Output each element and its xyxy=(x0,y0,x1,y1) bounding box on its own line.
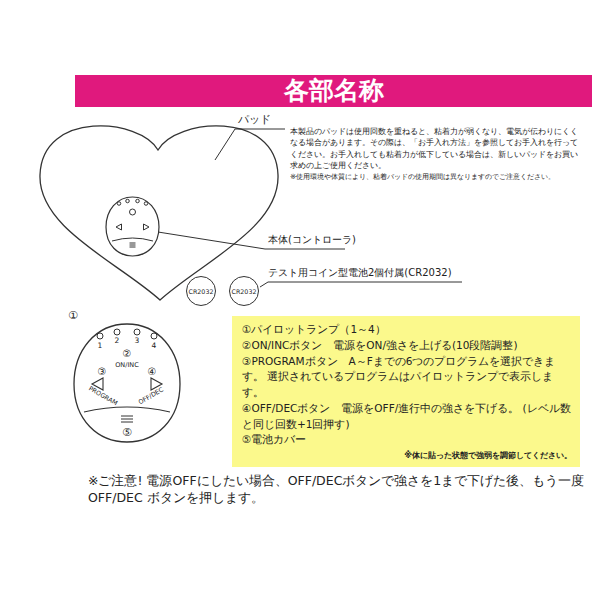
part-name: 本体(コントローラ) xyxy=(268,234,356,246)
controller-body xyxy=(74,324,180,442)
lamp-number: 1 xyxy=(98,342,103,350)
heart-pad xyxy=(40,126,278,300)
part-name: パッド xyxy=(238,113,271,126)
cover-grip xyxy=(130,243,136,247)
note: ※体に貼った状態で強弱を調節してください。 xyxy=(242,450,572,462)
pilot-lamp xyxy=(134,329,140,335)
callout-number: ② xyxy=(123,349,132,359)
controller-outline xyxy=(106,197,159,256)
battery-type: CR2032 xyxy=(189,288,214,295)
small-controller xyxy=(106,197,159,256)
battery-type: CR2032 xyxy=(232,288,257,295)
battery-cover xyxy=(112,238,153,241)
lamp-number: 2 xyxy=(115,337,120,345)
pilot-lamp xyxy=(97,333,103,339)
controller: 1234②ON/INC③④PROGRAMOFF/DEC⑤ xyxy=(72,322,182,444)
battery-cover xyxy=(84,407,170,412)
note-text: ※使用環境や体質により、粘着パッドの使用期間は異なりますのでご注意ください。 xyxy=(290,172,584,182)
arrow-buttons xyxy=(92,378,162,390)
pilot-lamp xyxy=(151,333,157,339)
callout-number: ① xyxy=(68,309,78,322)
leader-line xyxy=(260,282,462,287)
coin-battery: CR2032 xyxy=(229,276,259,306)
button xyxy=(130,209,136,215)
part-description: ④OFF/DECボタン 電源をOFF/進行中の強さを下げる。 (レベル数と同じ回… xyxy=(242,401,572,433)
title: 各部名称 xyxy=(75,75,592,107)
part-name: テスト用コイン型電池2個付属(CR2032) xyxy=(268,267,452,279)
part-description: ②ON/INCボタン 電源をON/強さを上げる(10段階調整) xyxy=(242,338,572,354)
title-band xyxy=(75,75,592,107)
coin-battery: CR2032 xyxy=(186,276,216,306)
caution-note: ※ご注意! 電源OFFにしたい場合、OFF/DECボタンで強さを1まで下げた後、… xyxy=(88,473,585,507)
callout-number: ④ xyxy=(148,367,157,377)
arrow-buttons xyxy=(116,224,149,230)
note-text: 本製品のパッドは使用回数を重ねると、粘着力が弱くなり、電気が伝わりにくくなる場合… xyxy=(290,126,584,171)
lamp-number: 3 xyxy=(135,337,140,345)
lamp xyxy=(126,199,130,203)
callout-number: ⑤ xyxy=(122,427,132,438)
lamp xyxy=(117,202,121,206)
part-description: ③PROGRAMボタン A～Fまでの6つのプログラムを選択できます。 選択されて… xyxy=(242,354,572,401)
pilot-lamp xyxy=(114,329,120,335)
lamp xyxy=(136,199,140,203)
lamp xyxy=(144,202,148,206)
callout-number: ③ xyxy=(98,367,107,377)
description-panel: ①パイロットランプ（1～4）②ON/INCボタン 電源をON/強さを上げる(10… xyxy=(232,316,580,467)
part-description: ①パイロットランプ（1～4） xyxy=(242,322,572,338)
cover-grip xyxy=(121,416,133,422)
part-description: ⑤電池カバー xyxy=(242,432,572,448)
button-label: ON/INC xyxy=(115,362,139,369)
lamp-number: 4 xyxy=(152,342,157,350)
leader-line xyxy=(215,129,285,160)
